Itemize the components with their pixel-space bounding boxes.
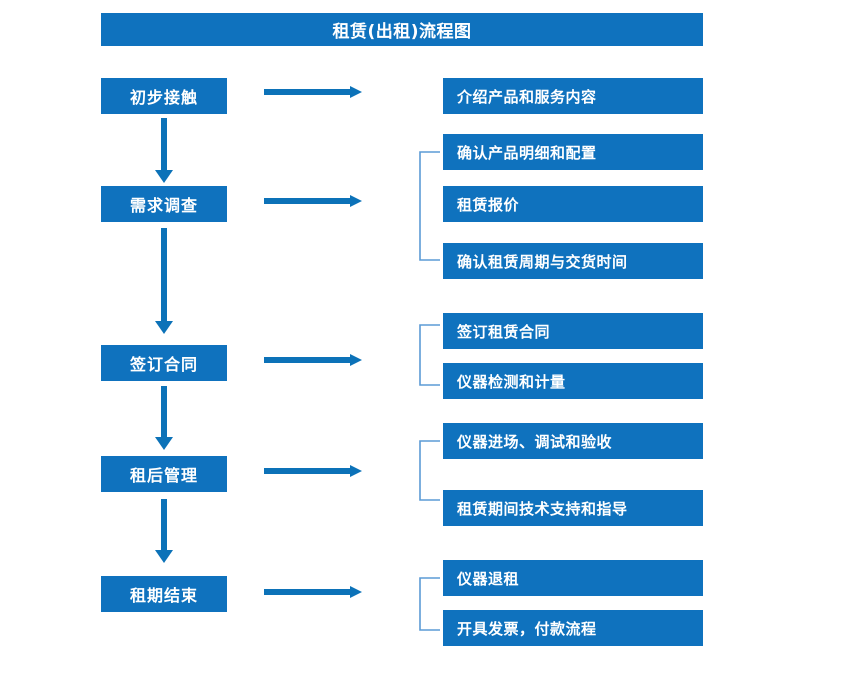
group-bracket-3 xyxy=(419,440,440,501)
stage-box-1[interactable]: 初步接触 xyxy=(101,78,227,114)
vertical-arrow-stage3-stage4 xyxy=(155,386,173,450)
horizontal-arrow-stage5 xyxy=(264,586,362,598)
horizontal-arrow-stage1 xyxy=(264,86,362,98)
horizontal-arrow-stage2 xyxy=(264,195,362,207)
detail-box-2[interactable]: 确认产品明细和配置 xyxy=(443,134,703,170)
detail-box-3[interactable]: 租赁报价 xyxy=(443,186,703,222)
detail-box-7[interactable]: 仪器进场、调试和验收 xyxy=(443,423,703,459)
stage-box-4[interactable]: 租后管理 xyxy=(101,456,227,492)
page-title: 租赁(出租)流程图 xyxy=(101,13,703,46)
vertical-arrow-stage1-stage2 xyxy=(155,118,173,183)
detail-box-6[interactable]: 仪器检测和计量 xyxy=(443,363,703,399)
detail-box-8[interactable]: 租赁期间技术支持和指导 xyxy=(443,490,703,526)
group-bracket-1 xyxy=(419,151,440,261)
stage-box-2[interactable]: 需求调查 xyxy=(101,186,227,222)
detail-box-4[interactable]: 确认租赁周期与交货时间 xyxy=(443,243,703,279)
detail-box-1[interactable]: 介绍产品和服务内容 xyxy=(443,78,703,114)
detail-box-9[interactable]: 仪器退租 xyxy=(443,560,703,596)
horizontal-arrow-stage4 xyxy=(264,465,362,477)
detail-box-5[interactable]: 签订租赁合同 xyxy=(443,313,703,349)
stage-box-5[interactable]: 租期结束 xyxy=(101,576,227,612)
detail-box-10[interactable]: 开具发票，付款流程 xyxy=(443,610,703,646)
group-bracket-4 xyxy=(419,577,440,631)
vertical-arrow-stage4-stage5 xyxy=(155,499,173,563)
horizontal-arrow-stage3 xyxy=(264,354,362,366)
vertical-arrow-stage2-stage3 xyxy=(155,228,173,334)
stage-box-3[interactable]: 签订合同 xyxy=(101,345,227,381)
group-bracket-2 xyxy=(419,324,440,386)
